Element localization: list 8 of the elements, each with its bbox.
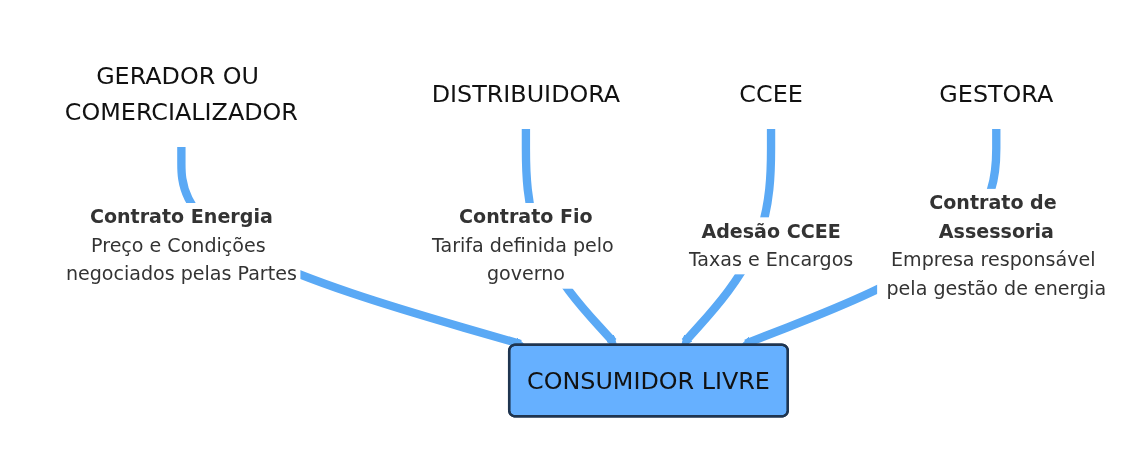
- edge-label: Contrato Fio Tarifa definida pelo governo: [432, 205, 614, 286]
- node-text: DISTRIBUIDORA: [431, 79, 621, 108]
- node-text: CCEE: [739, 79, 803, 108]
- edge-label: Contrato de Assessoria Empresa responsável pela gestão de energia: [886, 191, 1107, 300]
- node-text: GERADOR OU COMERCIALIZADOR: [64, 61, 298, 126]
- edge-label: Contrato Energia Preço e Condições negociados pelas Partes: [65, 205, 297, 286]
- node-text: GESTORA: [939, 79, 1054, 108]
- edge-label: Adesão CCEE Taxas e Encargos: [688, 219, 854, 271]
